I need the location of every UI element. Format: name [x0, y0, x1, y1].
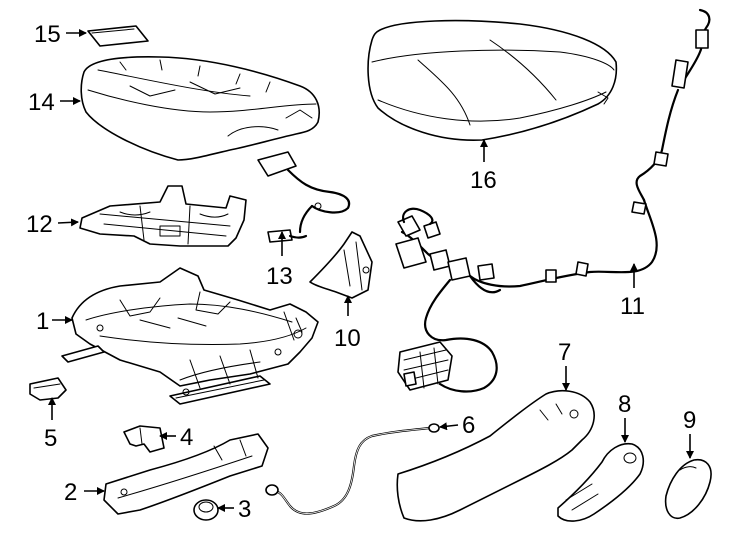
- part-15-heater-pad: [87, 25, 149, 47]
- part-11-module: [397, 341, 453, 391]
- callout-11: 11: [620, 293, 645, 320]
- callout-10: 10: [334, 325, 361, 352]
- part-11-wiring-harness: [395, 8, 711, 393]
- callout-5: 5: [44, 425, 57, 452]
- part-9-knob: [664, 458, 712, 520]
- leader-lines: [48, 29, 694, 512]
- part-1-seat-frame: [61, 267, 319, 405]
- part-2-trim-shield: [103, 433, 269, 515]
- callout-16: 16: [470, 167, 497, 194]
- callout-6: 6: [462, 412, 475, 439]
- callout-7: 7: [558, 339, 571, 366]
- callout-4: 4: [180, 424, 193, 451]
- part-12-suspension-mat: [79, 185, 247, 247]
- callout-9: 9: [683, 407, 696, 434]
- callout-labels: 15 14 12 13 10 16 11 1 5 4 2 3 6 7 8 9: [26, 21, 696, 523]
- part-13-harness: [257, 151, 351, 243]
- callout-1: 1: [36, 308, 49, 335]
- callout-3: 3: [238, 496, 251, 523]
- part-3-plug: [193, 499, 219, 521]
- callout-13: 13: [266, 263, 293, 290]
- part-14-cushion-pad: [80, 56, 320, 161]
- callout-14: 14: [28, 89, 55, 116]
- part-16-cushion-cover: [367, 19, 618, 141]
- callout-2: 2: [64, 479, 77, 506]
- callout-8: 8: [618, 391, 631, 418]
- part-10-trim-panel: [309, 231, 373, 299]
- part-8-recliner-cover: [557, 442, 645, 522]
- part-7-side-shield: [396, 389, 595, 522]
- part-5-clip: [29, 377, 67, 401]
- callout-15: 15: [34, 21, 61, 48]
- part-4-bracket: [123, 425, 165, 453]
- callout-12: 12: [26, 211, 53, 238]
- part-6-cable: [265, 423, 440, 515]
